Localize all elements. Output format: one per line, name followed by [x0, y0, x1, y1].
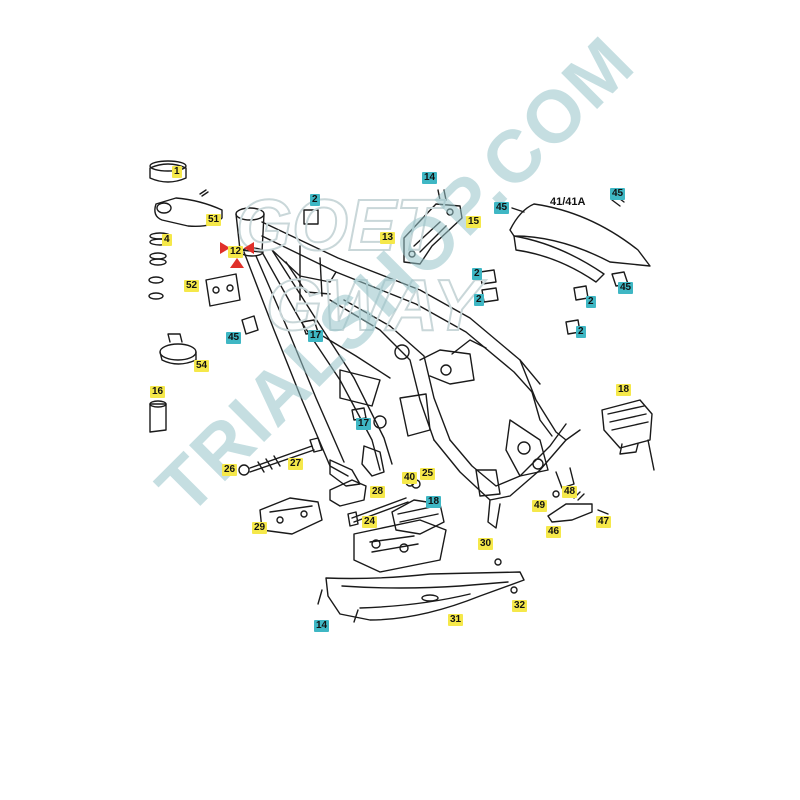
- callout-24[interactable]: 24: [362, 516, 378, 528]
- callout-51[interactable]: 51: [206, 214, 222, 226]
- callout-13[interactable]: 13: [380, 232, 396, 244]
- brand-watermark: GOET GWAY: [235, 185, 488, 347]
- clamp-54: [159, 333, 197, 365]
- callout-2-b[interactable]: 2: [474, 294, 484, 306]
- callout-41-41a[interactable]: 41/41A: [550, 196, 586, 208]
- rear-subframe: [433, 359, 581, 529]
- callout-18-right[interactable]: 18: [616, 384, 632, 396]
- callout-17-upper[interactable]: 17: [308, 330, 324, 342]
- callout-49[interactable]: 49: [532, 500, 548, 512]
- grommet-45: [241, 315, 259, 335]
- callout-45-right[interactable]: 45: [618, 282, 634, 294]
- part-16: [149, 400, 167, 433]
- callout-17-lower[interactable]: 17: [356, 418, 372, 430]
- callout-1[interactable]: 1: [172, 166, 182, 178]
- brand-watermark-line1: GOET: [236, 186, 446, 266]
- footpeg-left-18: [353, 499, 447, 573]
- brand-watermark-line2: GWAY: [266, 266, 487, 346]
- engine-mount: [315, 299, 487, 441]
- callout-46[interactable]: 46: [546, 526, 562, 538]
- callout-16[interactable]: 16: [150, 386, 166, 398]
- callout-52[interactable]: 52: [184, 280, 200, 292]
- callout-29[interactable]: 29: [252, 522, 268, 534]
- callout-26[interactable]: 26: [222, 464, 238, 476]
- callout-2-d[interactable]: 2: [576, 326, 586, 338]
- callout-47[interactable]: 47: [596, 516, 612, 528]
- callout-14-bottom[interactable]: 14: [314, 620, 330, 632]
- footpeg-right-18: [601, 399, 655, 471]
- skid-bracket-29: [259, 497, 323, 535]
- callout-27[interactable]: 27: [288, 458, 304, 470]
- top-tube: [261, 221, 541, 393]
- callout-40[interactable]: 40: [402, 472, 418, 484]
- bolt-27: [238, 437, 323, 476]
- pad-28: [329, 479, 367, 507]
- callout-45-mid[interactable]: 45: [494, 202, 510, 214]
- callout-2-c[interactable]: 2: [586, 296, 596, 308]
- callout-2-top[interactable]: 2: [310, 194, 320, 206]
- skid-plate-31: [317, 558, 525, 623]
- rear-mudguard-41: [509, 195, 651, 283]
- highlight-arrows: [220, 242, 254, 268]
- callout-28[interactable]: 28: [370, 486, 386, 498]
- callout-18-left[interactable]: 18: [426, 496, 442, 508]
- callout-25[interactable]: 25: [420, 468, 436, 480]
- callout-12[interactable]: 12: [228, 246, 244, 258]
- callout-14-top[interactable]: 14: [422, 172, 438, 184]
- callout-15[interactable]: 15: [466, 216, 482, 228]
- callout-4[interactable]: 4: [162, 234, 172, 246]
- callout-48[interactable]: 48: [562, 486, 578, 498]
- bracket-52: [205, 273, 241, 307]
- callout-45-top-right[interactable]: 45: [610, 188, 626, 200]
- clip-2-top: [303, 209, 319, 225]
- callout-32[interactable]: 32: [512, 600, 528, 612]
- down-tubes: [243, 249, 393, 487]
- callout-54[interactable]: 54: [194, 360, 210, 372]
- callout-45-left[interactable]: 45: [226, 332, 242, 344]
- callout-2-a[interactable]: 2: [472, 268, 482, 280]
- callout-31[interactable]: 31: [448, 614, 464, 626]
- bracket-13: [403, 189, 463, 265]
- callout-30[interactable]: 30: [478, 538, 494, 550]
